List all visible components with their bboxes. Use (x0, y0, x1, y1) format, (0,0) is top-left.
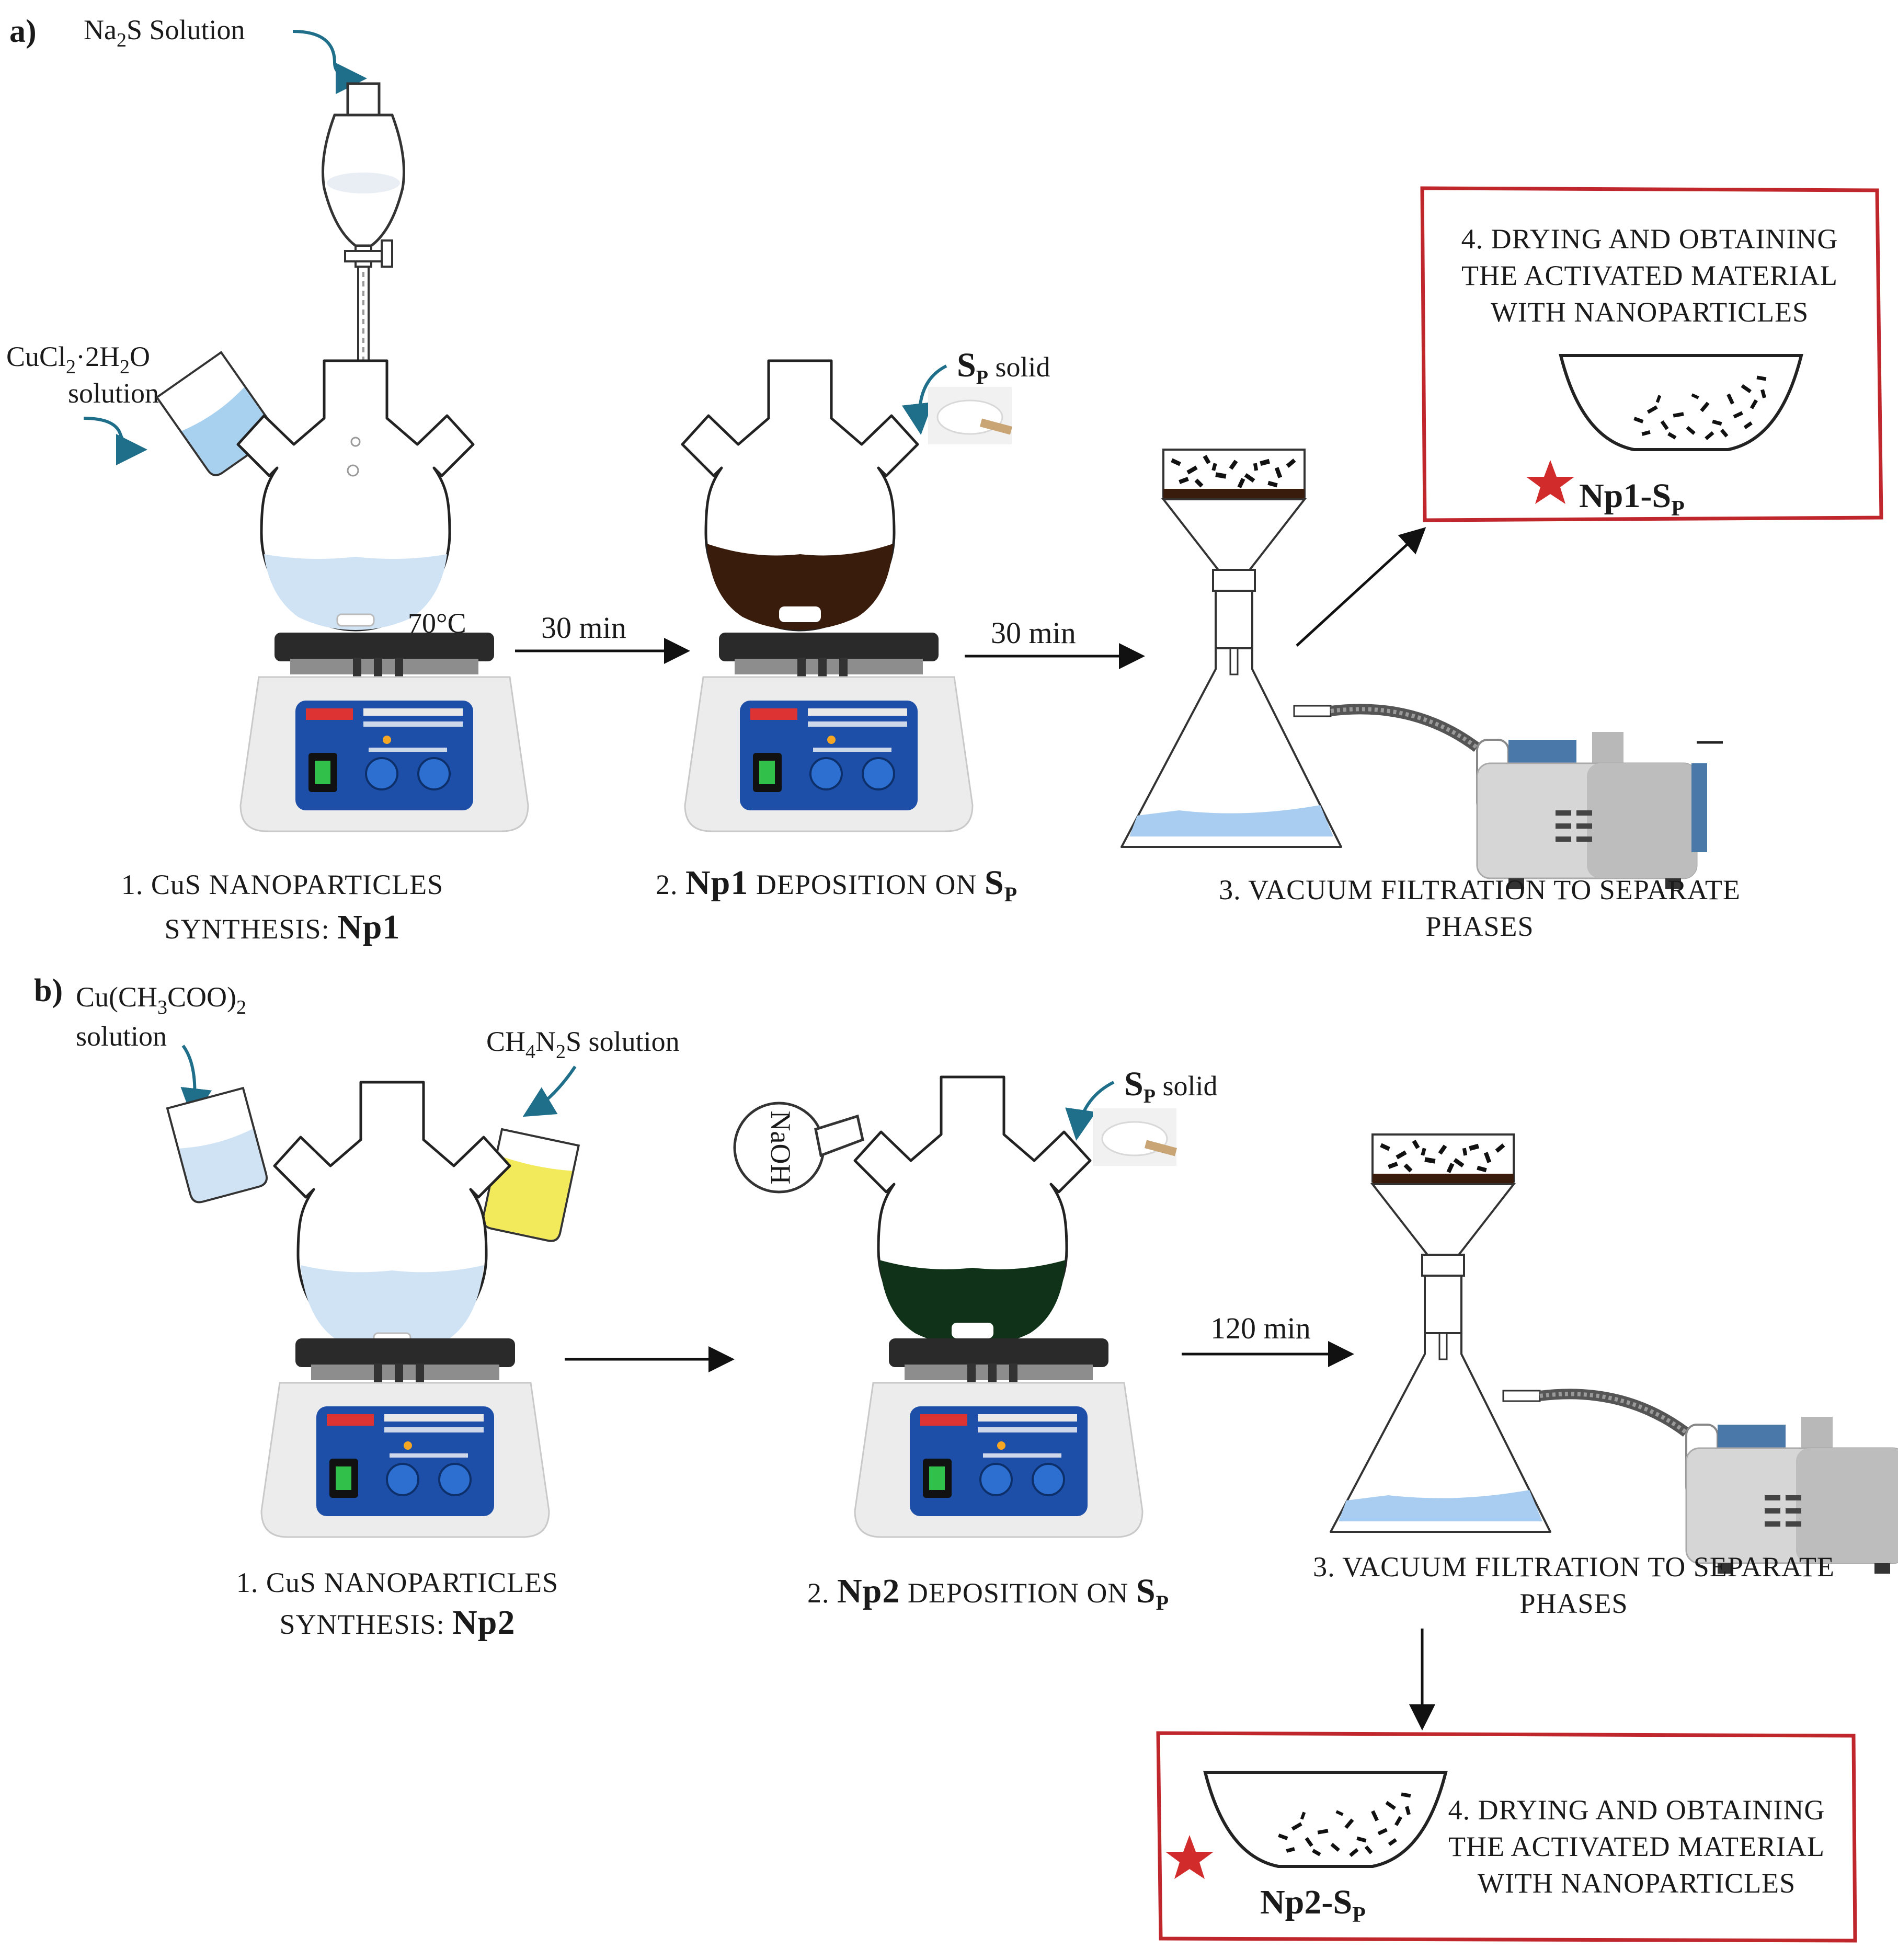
sp-solid-image-b (1092, 1107, 1178, 1167)
filtration-apparatus-b (1331, 1134, 1898, 1574)
panel-a-tag: a) (9, 14, 37, 49)
step4-line2-b: THE ACTIVATED MATERIAL (1448, 1831, 1825, 1862)
stirrer-step1-b (260, 1337, 550, 1538)
step3-caption-l1-a: 3. VACUUM FILTRATION TO SEPARATE (1219, 874, 1741, 906)
cucl2-label: CuCl2·2H2O (6, 341, 150, 378)
na2s-label: Na2S Solution (84, 14, 245, 51)
naoh-label: NaOH (765, 1111, 796, 1185)
cu-acetate-label: Cu(CH3COO)2 (76, 981, 246, 1018)
step4-line3-b: WITH NANOPARTICLES (1478, 1867, 1796, 1899)
step3-caption-l1-b: 3. VACUUM FILTRATION TO SEPARATE (1313, 1551, 1835, 1583)
panel-b: b) Cu(CH3COO)2 solution CH4N2S solution … (34, 973, 1898, 1943)
cucl2-beaker (156, 351, 279, 480)
flask-step2-b (855, 1077, 1090, 1346)
star-icon-a (1526, 460, 1574, 504)
stirrer-step2-b (854, 1337, 1144, 1538)
step3-caption-l2-a: PHASES (1425, 911, 1534, 942)
cucl2-solution-label: solution (68, 377, 159, 409)
step1-caption-l1-b: 1. CuS NANOPARTICLES (236, 1567, 558, 1598)
step2-caption-b: 2. Np2 DEPOSITION ON SP (807, 1572, 1169, 1614)
arrow-step3-to-step4-a (1296, 527, 1426, 647)
sp-solid-image-a (927, 386, 1013, 445)
step4-line1-b: 4. DRYING AND OBTAINING (1448, 1794, 1825, 1826)
sp-solid-label-b: SP solid (1124, 1065, 1217, 1107)
cu-acetate-beaker (166, 1087, 270, 1206)
panel-b-tag: b) (34, 973, 63, 1008)
panel-a: a) Na2S Solution CuCl2·2H2O solution (6, 14, 1883, 946)
sp-arrow-b (1065, 1081, 1115, 1141)
naoh-flask: NaOH (733, 1102, 864, 1194)
thiourea-label: CH4N2S solution (486, 1026, 680, 1063)
cu-acetate-solution-label: solution (76, 1021, 167, 1052)
stirrer-step1-a (239, 632, 529, 832)
thiourea-arrow (522, 1065, 577, 1117)
step4-line1-a: 4. DRYING AND OBTAINING (1461, 223, 1838, 255)
step1-caption-l1-a: 1. CuS NANOPARTICLES (121, 869, 443, 900)
stirrer-step2-a (684, 632, 974, 832)
na2s-arrow (292, 30, 367, 94)
sp-arrow-a (901, 364, 947, 435)
star-icon-b (1165, 1835, 1214, 1879)
step1-caption-l2-a: SYNTHESIS: Np1 (165, 908, 401, 946)
step1-caption-l2-b: SYNTHESIS: Np2 (280, 1603, 516, 1642)
step3-caption-l2-b: PHASES (1519, 1588, 1628, 1619)
product-label-a: Np1-SP (1579, 477, 1685, 521)
step2-caption-a: 2. Np1 DEPOSITION ON SP (656, 864, 1017, 906)
separatory-funnel (322, 82, 405, 362)
sp-solid-label-a: SP solid (957, 346, 1050, 388)
flask-step1-a (238, 361, 473, 630)
cucl2-arrow (83, 417, 147, 465)
step4-line3-a: WITH NANOPARTICLES (1491, 296, 1809, 328)
time-label-3: 120 min (1210, 1311, 1311, 1345)
product-label-b: Np2-SP (1260, 1883, 1366, 1927)
flask-step1-b (275, 1082, 510, 1351)
flask-step2-a (682, 361, 918, 630)
step4-line2-a: THE ACTIVATED MATERIAL (1461, 260, 1838, 291)
time-label-2: 30 min (991, 616, 1076, 650)
thiourea-beaker (480, 1128, 580, 1244)
time-label-1: 30 min (541, 611, 626, 645)
